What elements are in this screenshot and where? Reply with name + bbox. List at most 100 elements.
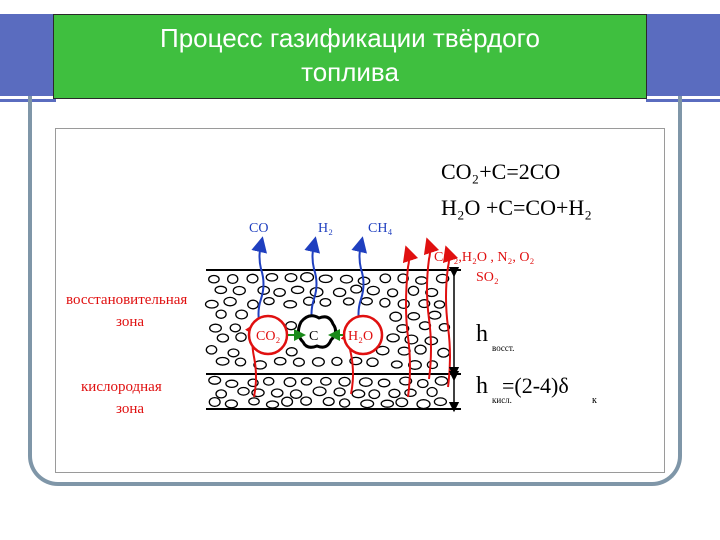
fuel-particle [248, 397, 260, 406]
product-co-label: CO [249, 221, 268, 236]
fuel-particle [342, 297, 355, 306]
fuel-particle [265, 272, 279, 282]
fuel-particle [388, 388, 401, 399]
decorative-bar-left [0, 14, 56, 96]
fuel-particle [318, 274, 333, 284]
h-oxygen-formula-subscript: к [592, 395, 597, 406]
fuel-particle [319, 297, 332, 307]
fuel-particle [350, 284, 363, 294]
fuel-particle [333, 387, 346, 397]
equation-2: H₂O +C=CO+H₂ [441, 195, 592, 220]
fuel-particle [224, 399, 239, 409]
fuel-particle [320, 376, 332, 386]
fuel-particle [232, 285, 246, 296]
fuel-particle [397, 273, 409, 284]
fuel-particle [386, 333, 400, 343]
fuel-particle [284, 272, 298, 283]
fuel-particle [263, 296, 275, 306]
product-ch4-label: CH₄ [368, 221, 392, 236]
fuel-particle [292, 357, 305, 367]
fuel-particle [300, 377, 313, 386]
equation-1: CO₂+C=2CO [441, 159, 560, 184]
fuel-particle [247, 378, 259, 388]
decorative-line-right [646, 99, 720, 102]
fuel-particle [426, 360, 439, 370]
fuel-particle [246, 273, 259, 284]
circle-h2o [342, 314, 384, 356]
diagram-svg: CO₂+C=2CO H₂O +C=CO+H₂ CO H₂ CH₄ CO₂,H₂O… [66, 159, 597, 417]
fuel-particle [407, 312, 421, 321]
fuel-particle [386, 288, 399, 298]
fuel-particle [368, 389, 381, 400]
product-h2-label: H₂ [318, 221, 333, 236]
arrow-h2 [304, 236, 320, 330]
fuel-particle [389, 311, 403, 322]
h-reduction-label: h [476, 321, 488, 347]
fuel-particle [366, 357, 379, 368]
fuel-particle [351, 389, 366, 399]
fuel-particle [225, 379, 239, 389]
fuel-particle [360, 399, 375, 409]
fuel-particle [379, 297, 391, 308]
fuel-particle [283, 300, 298, 309]
circle-co2-label: CO₂ [256, 329, 280, 344]
fuel-particle [289, 389, 303, 399]
h-reduction-subscript: восст. [492, 343, 514, 353]
fuel-particle [265, 400, 280, 409]
decorative-bar-right [646, 14, 720, 96]
fuel-particle [227, 348, 240, 358]
fuel-particle [273, 356, 287, 366]
fuel-particle [234, 357, 247, 367]
fuel-particle [285, 321, 298, 331]
fuel-particle [339, 274, 354, 284]
flue-products-line1: CO₂,H₂O , N₂, O₂ [434, 250, 535, 265]
fuel-particle [414, 344, 427, 355]
content-frame [28, 96, 682, 486]
fuel-particle [322, 396, 335, 407]
fuel-particle [366, 285, 380, 296]
fuel-particle [216, 333, 230, 343]
fuel-particle [251, 388, 265, 398]
zone-oxygen-label-line1: кислородная [81, 379, 162, 395]
fuel-particle [425, 287, 439, 298]
fuel-particle [209, 323, 222, 333]
slide-title-line1: Процесс газификации твёрдого [160, 23, 540, 53]
fuel-particle [396, 324, 410, 334]
fuel-particle [379, 273, 392, 284]
fuel-particle [300, 272, 315, 283]
fuel-particle [247, 299, 259, 310]
gasification-diagram: CO₂+C=2CO H₂O +C=CO+H₂ CO H₂ CH₄ CO₂,H₂O… [55, 128, 665, 473]
fuel-particle [395, 397, 409, 408]
fuel-particle [408, 360, 422, 370]
fuel-particle [237, 386, 250, 396]
fuel-particle [226, 273, 239, 285]
fuel-particle [273, 287, 286, 297]
fuel-particle [281, 396, 294, 407]
fuel-particle [390, 360, 403, 369]
fuel-particle [253, 360, 267, 370]
fuel-particle [428, 310, 442, 320]
arrow-flue-2 [423, 237, 440, 380]
fuel-particle [235, 309, 249, 320]
fuel-particle [204, 299, 219, 309]
fuel-particle [407, 285, 420, 296]
fuel-particle [331, 356, 343, 367]
arrow-flue-3 [442, 245, 459, 388]
slide-title-line2: топлива [301, 57, 399, 87]
fuel-particle [300, 396, 313, 406]
fuel-particles [204, 272, 451, 410]
flue-products-line2: SO₂ [476, 270, 499, 285]
fuel-particle [214, 285, 228, 295]
fuel-particle [426, 386, 438, 398]
fuel-particle [380, 399, 395, 408]
fuel-particle [270, 388, 284, 398]
fuel-particle [416, 378, 429, 389]
fuel-particle [311, 357, 325, 367]
fuel-particle [415, 276, 428, 285]
fuel-particle [349, 356, 363, 366]
arrow-co [251, 236, 267, 330]
fuel-particle [223, 296, 237, 307]
fuel-particle [435, 273, 450, 284]
fuel-particle [208, 396, 221, 408]
h-oxygen-label: h [476, 373, 488, 399]
